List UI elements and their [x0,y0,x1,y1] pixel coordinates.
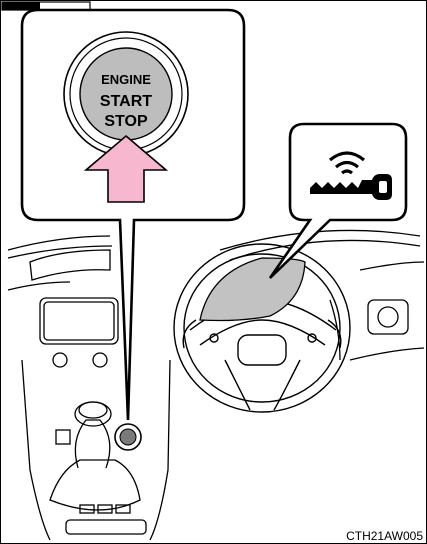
gear-shifter [50,402,146,534]
button-label-stop: STOP [104,113,148,130]
figure-code: CTH21AW005 [346,529,423,543]
button-label-start: START [100,93,152,110]
figure-tab-fill [2,2,40,10]
button-label-engine: ENGINE [101,72,151,87]
dashboard-lineart [8,230,424,540]
callout-balloon-indicator [270,124,406,278]
console-start-button [115,424,141,450]
meter-cluster [200,258,305,321]
